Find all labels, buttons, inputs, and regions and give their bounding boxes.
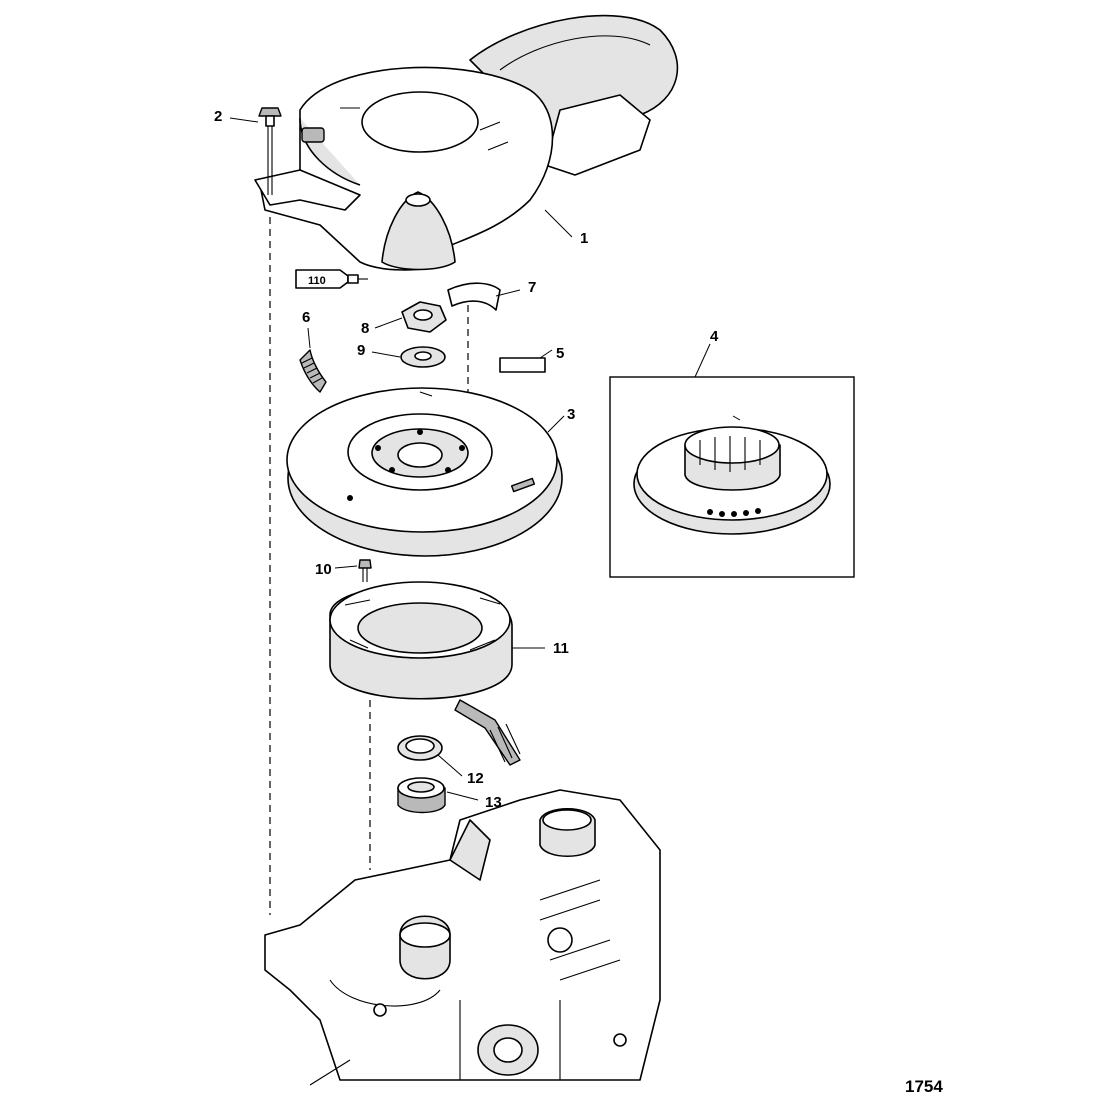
- callout-8: 8: [361, 320, 369, 337]
- engine-block: [264, 789, 661, 1086]
- sealant-tube: [295, 269, 368, 289]
- alignment-lines: [269, 205, 469, 915]
- callout-labels: 1 2 3 4 5 6 7 8 9 10 11 12 13 110 1754: [214, 108, 943, 1096]
- callout-10: 10: [315, 561, 332, 578]
- bearing: [397, 777, 446, 814]
- callout-1: 1: [580, 230, 588, 247]
- oil-seal: [397, 735, 443, 761]
- stator-screw: [358, 559, 372, 582]
- callout-7: 7: [528, 279, 536, 296]
- callout-2: 2: [214, 108, 222, 125]
- flywheel-nut: [401, 301, 447, 333]
- stator: [329, 581, 521, 766]
- leader-lines: [229, 117, 711, 801]
- flywheel-key-flat: [499, 357, 546, 373]
- callout-13: 13: [485, 794, 502, 811]
- callout-6: 6: [302, 309, 310, 326]
- callout-11: 11: [553, 640, 569, 657]
- coil-spring: [299, 349, 327, 393]
- callout-3: 3: [567, 406, 575, 423]
- callout-5: 5: [556, 345, 564, 362]
- sealant-tube-label: 110: [308, 275, 326, 287]
- callout-4: 4: [710, 328, 719, 345]
- flywheel: [286, 387, 563, 557]
- inset-detail-box: [609, 376, 855, 578]
- callout-12: 12: [467, 770, 484, 787]
- flywheel-cover: [254, 14, 679, 271]
- flywheel-washer: [400, 346, 446, 368]
- figure-number: 1754: [905, 1077, 943, 1096]
- callout-9: 9: [357, 342, 365, 359]
- cover-bolt: [258, 107, 282, 195]
- flywheel-key-curved: [447, 282, 501, 311]
